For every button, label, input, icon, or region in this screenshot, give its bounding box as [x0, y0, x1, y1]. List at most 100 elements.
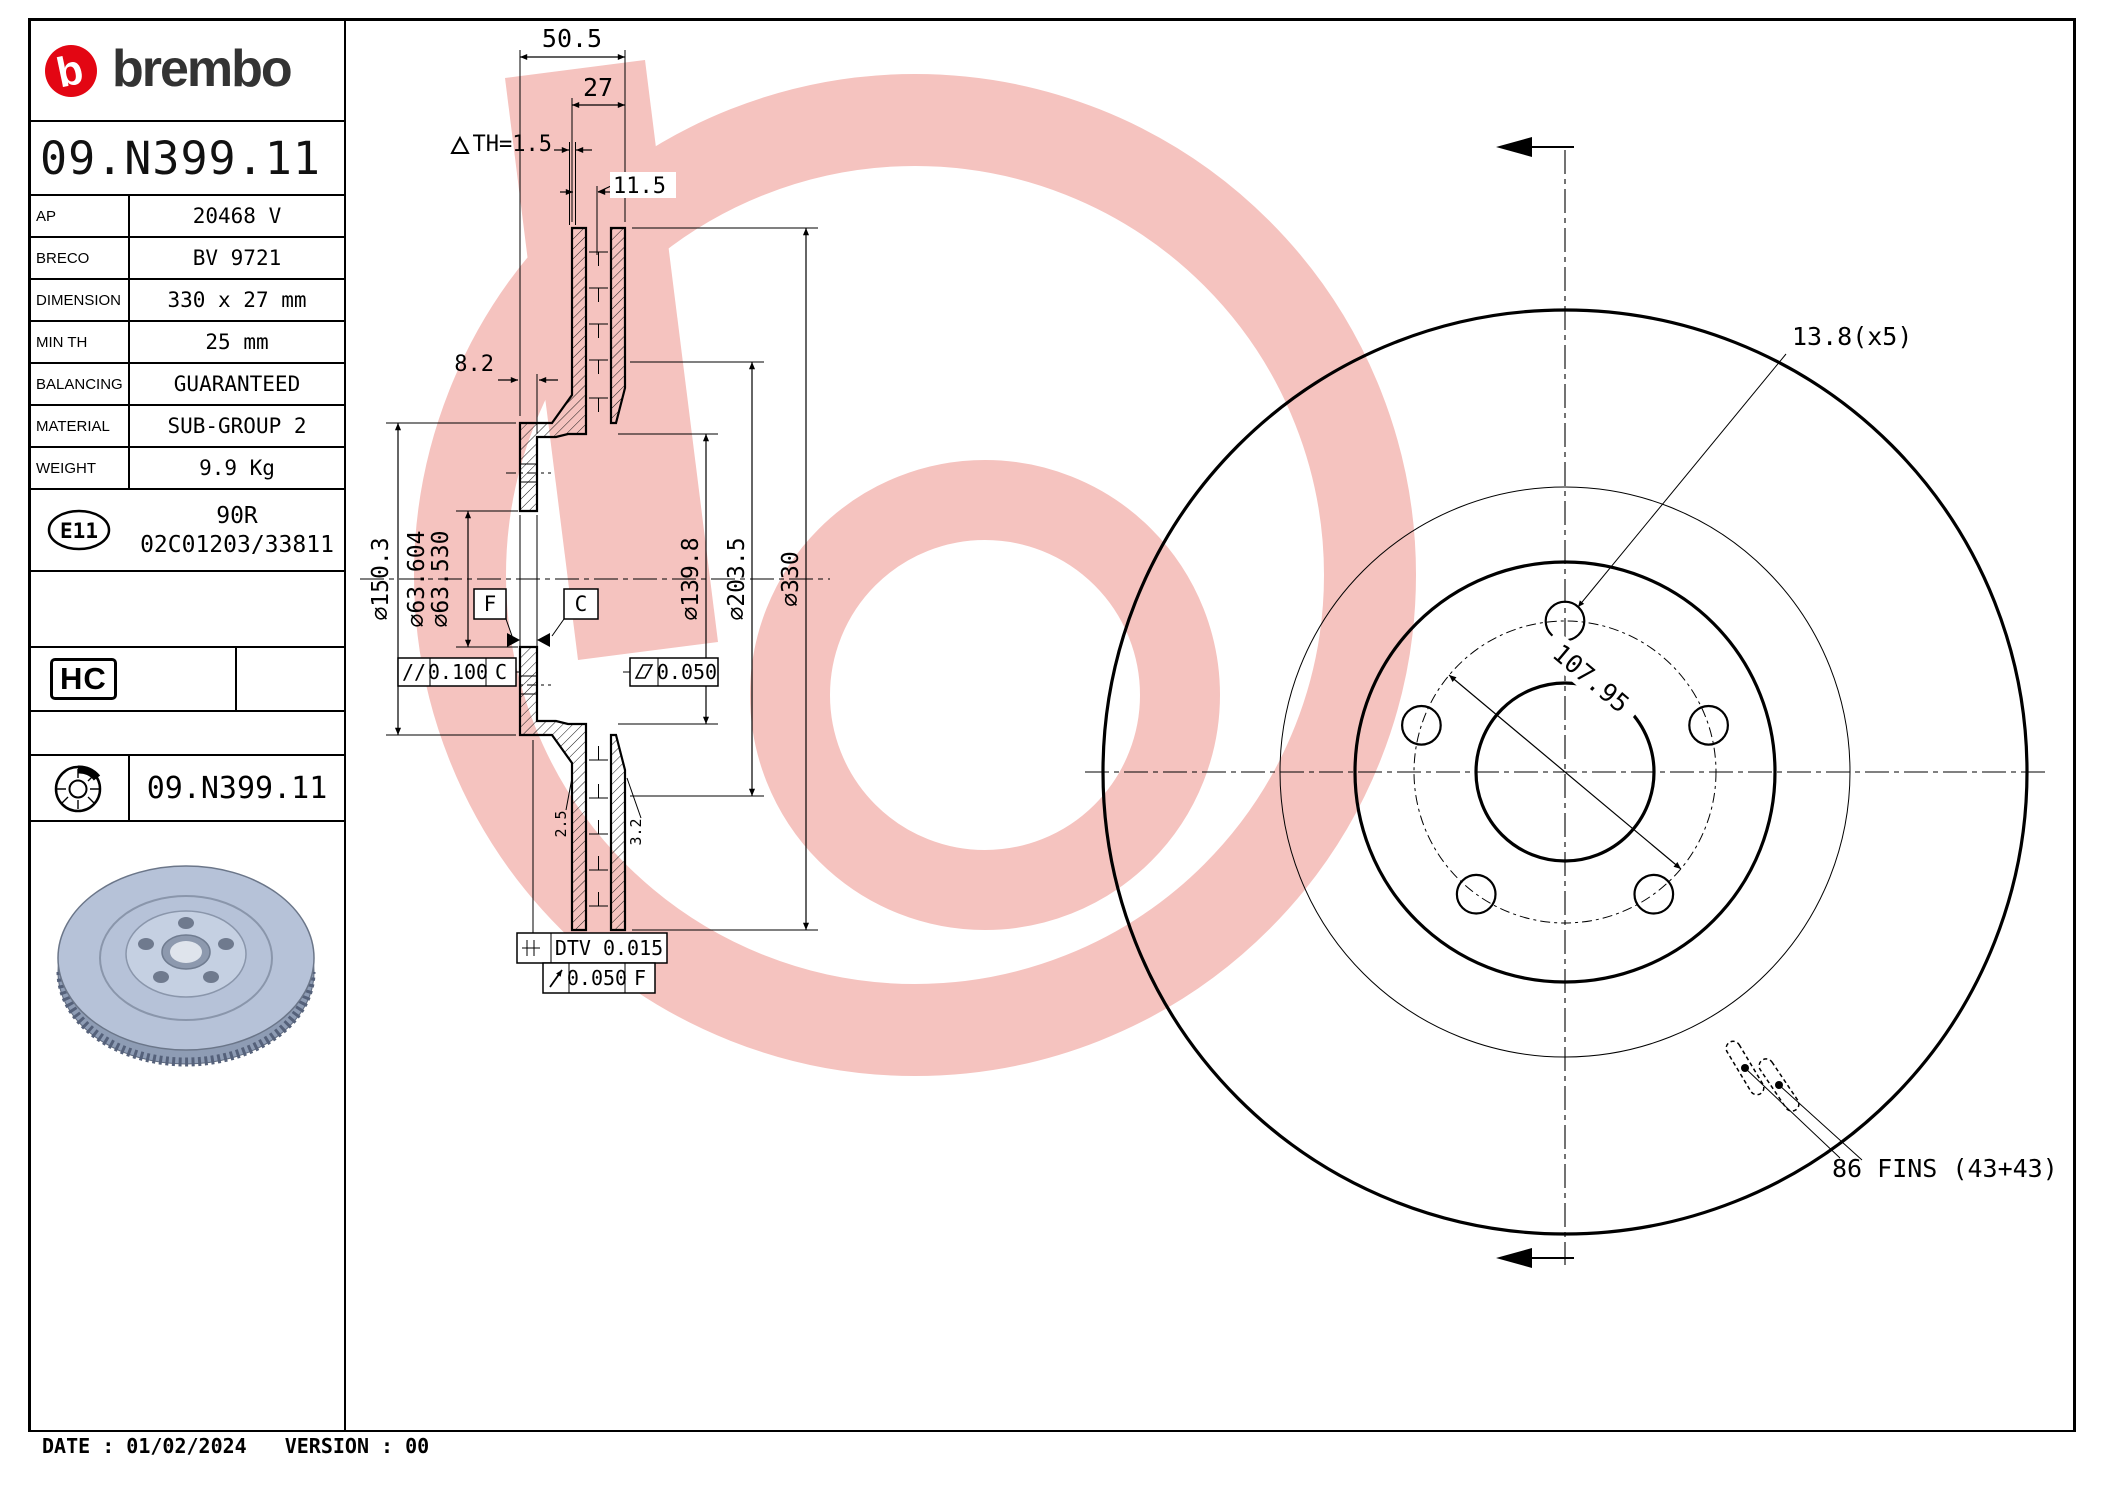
spec-label: BALANCING: [28, 364, 130, 404]
spacer-row: [28, 712, 344, 756]
brand-header: b brembo: [28, 18, 344, 122]
dim-bore-min: ⌀63.530: [428, 531, 454, 628]
datum-c-leader: [551, 618, 565, 637]
datum-f-leader: [505, 618, 513, 637]
section-body-lower-right: [609, 733, 627, 932]
vent-vane-marks-lower: [589, 746, 608, 907]
caliper-icon: [77, 765, 101, 781]
runout-symbol-icon: [549, 969, 563, 988]
spec-value: 20468 V: [192, 204, 282, 228]
product-photo-area: [28, 850, 344, 1085]
dim-vane-id: ⌀139.8: [678, 537, 704, 620]
dim-chamfer-left: 2.5: [552, 810, 570, 837]
flange-bolt-hole-edges: [520, 463, 537, 695]
photo-bolt-holes: [138, 917, 234, 983]
vent-vane-marks-upper: [589, 251, 608, 412]
homologation-badge-cell: E11: [28, 508, 130, 552]
datum-c-triangle: [537, 633, 550, 647]
dim-thickness: 27: [583, 73, 613, 102]
pad-depth-leader: [597, 185, 612, 193]
footer-bar: DATE : 01/02/2024 VERSION : 00: [28, 1430, 2076, 1460]
datum-c-label: C: [575, 592, 588, 616]
homologation-row: E11 90R 02C01203/33811: [28, 490, 344, 572]
dim-flange-thickness: 8.2: [454, 352, 494, 377]
section-view: 50.5 27 TH=1.5 11.5 8.2 ⌀150.3 ⌀63.604 ⌀…: [360, 24, 830, 994]
disc-outer-circle: [1101, 308, 2029, 1236]
flatness-frame: 0.050: [623, 657, 719, 687]
dtv-value: DTV 0.015: [555, 936, 663, 960]
spec-label: MATERIAL: [28, 406, 130, 446]
title-block-panel: b brembo 09.N399.11 AP 20468 V BRECO BV …: [28, 18, 346, 1430]
homologation-code: 90R 02C01203/33811: [130, 503, 344, 558]
pcd-label-group: 107.95: [1537, 630, 1645, 727]
brembo-watermark-icon: [414, 60, 1416, 1076]
spec-value: 25 mm: [205, 330, 269, 354]
hc-badge: HC: [50, 658, 117, 700]
brake-disc-photo: [56, 865, 316, 1067]
spec-row-material: MATERIAL SUB-GROUP 2: [28, 406, 344, 448]
spec-row-breco: BRECO BV 9721: [28, 238, 344, 280]
spec-value: BV 9721: [192, 246, 282, 270]
footer-date: DATE : 01/02/2024: [42, 1434, 247, 1458]
parallelism-datum: C: [495, 660, 507, 684]
spec-label: MIN TH: [28, 322, 130, 362]
spec-value: SUB-GROUP 2: [167, 414, 307, 438]
spec-value: 330 x 27 mm: [167, 288, 307, 312]
datum-f-box: [473, 588, 507, 620]
e11-badge-text: E11: [60, 519, 98, 543]
spec-row-min-th: MIN TH 25 mm: [28, 322, 344, 364]
dtv-frame: DTV 0.015: [516, 932, 668, 964]
spec-label: AP: [28, 196, 130, 236]
spec-value: 9.9 Kg: [199, 456, 275, 480]
fin-outline-1: [1725, 1040, 1765, 1096]
extension-lines: [386, 50, 818, 931]
brake-disc-icon: [54, 765, 102, 813]
flatness-value: 0.050: [657, 660, 717, 684]
parallelism-value: 0.100: [428, 660, 488, 684]
hc-row: HC: [28, 648, 344, 712]
bolt-circle: [1413, 620, 1717, 924]
runout-datum: F: [634, 966, 646, 990]
catalog-row: 09.N399.11: [28, 756, 344, 822]
dim-pad-depth: 11.5: [613, 174, 666, 199]
rotation-arrow-top: [1496, 137, 1574, 157]
dim-pcd: 107.95: [1547, 638, 1635, 718]
section-body-lower-left: [518, 645, 588, 932]
spacer-row: [28, 572, 344, 648]
dim-line-pcd: [1448, 674, 1682, 870]
fin-outline-2: [1758, 1058, 1800, 1112]
spec-row-weight: WEIGHT 9.9 Kg: [28, 448, 344, 490]
pad-depth-label-mask: [610, 172, 676, 198]
bolt-holes: [1400, 600, 1729, 915]
chamfer-leaders: [565, 777, 642, 819]
datum-f-triangle: [507, 633, 520, 647]
friction-inner-circle: [1279, 486, 1851, 1058]
min-th-triangle-icon: [450, 135, 470, 154]
section-body-upper-right: [609, 226, 627, 425]
datum-c-box: [563, 588, 599, 620]
homologation-line2: 02C01203/33811: [140, 531, 334, 558]
dim-chamfer-right: 3.2: [627, 818, 645, 845]
brembo-logo-icon: b: [45, 45, 97, 97]
fins-note: 86 FINS (43+43): [1832, 1154, 2058, 1183]
dim-overall-width: 50.5: [542, 24, 602, 53]
e11-badge-icon: E11: [47, 509, 111, 551]
flatness-symbol-icon: [634, 664, 654, 679]
runout-frame: 0.050 F: [542, 962, 656, 994]
fins-leaders: [1744, 1067, 1863, 1161]
dim-od: ⌀330: [778, 551, 804, 606]
parallelism-frame: // 0.100 C: [397, 657, 520, 687]
spec-label: BRECO: [28, 238, 130, 278]
spec-row-dimension: DIMENSION 330 x 27 mm: [28, 280, 344, 322]
homologation-line1: 90R: [216, 502, 258, 529]
rotation-arrow-bottom: [1496, 1248, 1574, 1268]
part-number: 09.N399.11: [28, 122, 344, 196]
bolt-hole-leader: [1577, 353, 1787, 608]
dim-bolt-holes: 13.8(x5): [1792, 322, 1912, 351]
runout-value: 0.050: [567, 966, 627, 990]
spec-label: DIMENSION: [28, 280, 130, 320]
dim-friction-id: ⌀203.5: [724, 537, 750, 620]
spec-row-balancing: BALANCING GUARANTEED: [28, 364, 344, 406]
section-body-upper-left: [518, 226, 588, 513]
